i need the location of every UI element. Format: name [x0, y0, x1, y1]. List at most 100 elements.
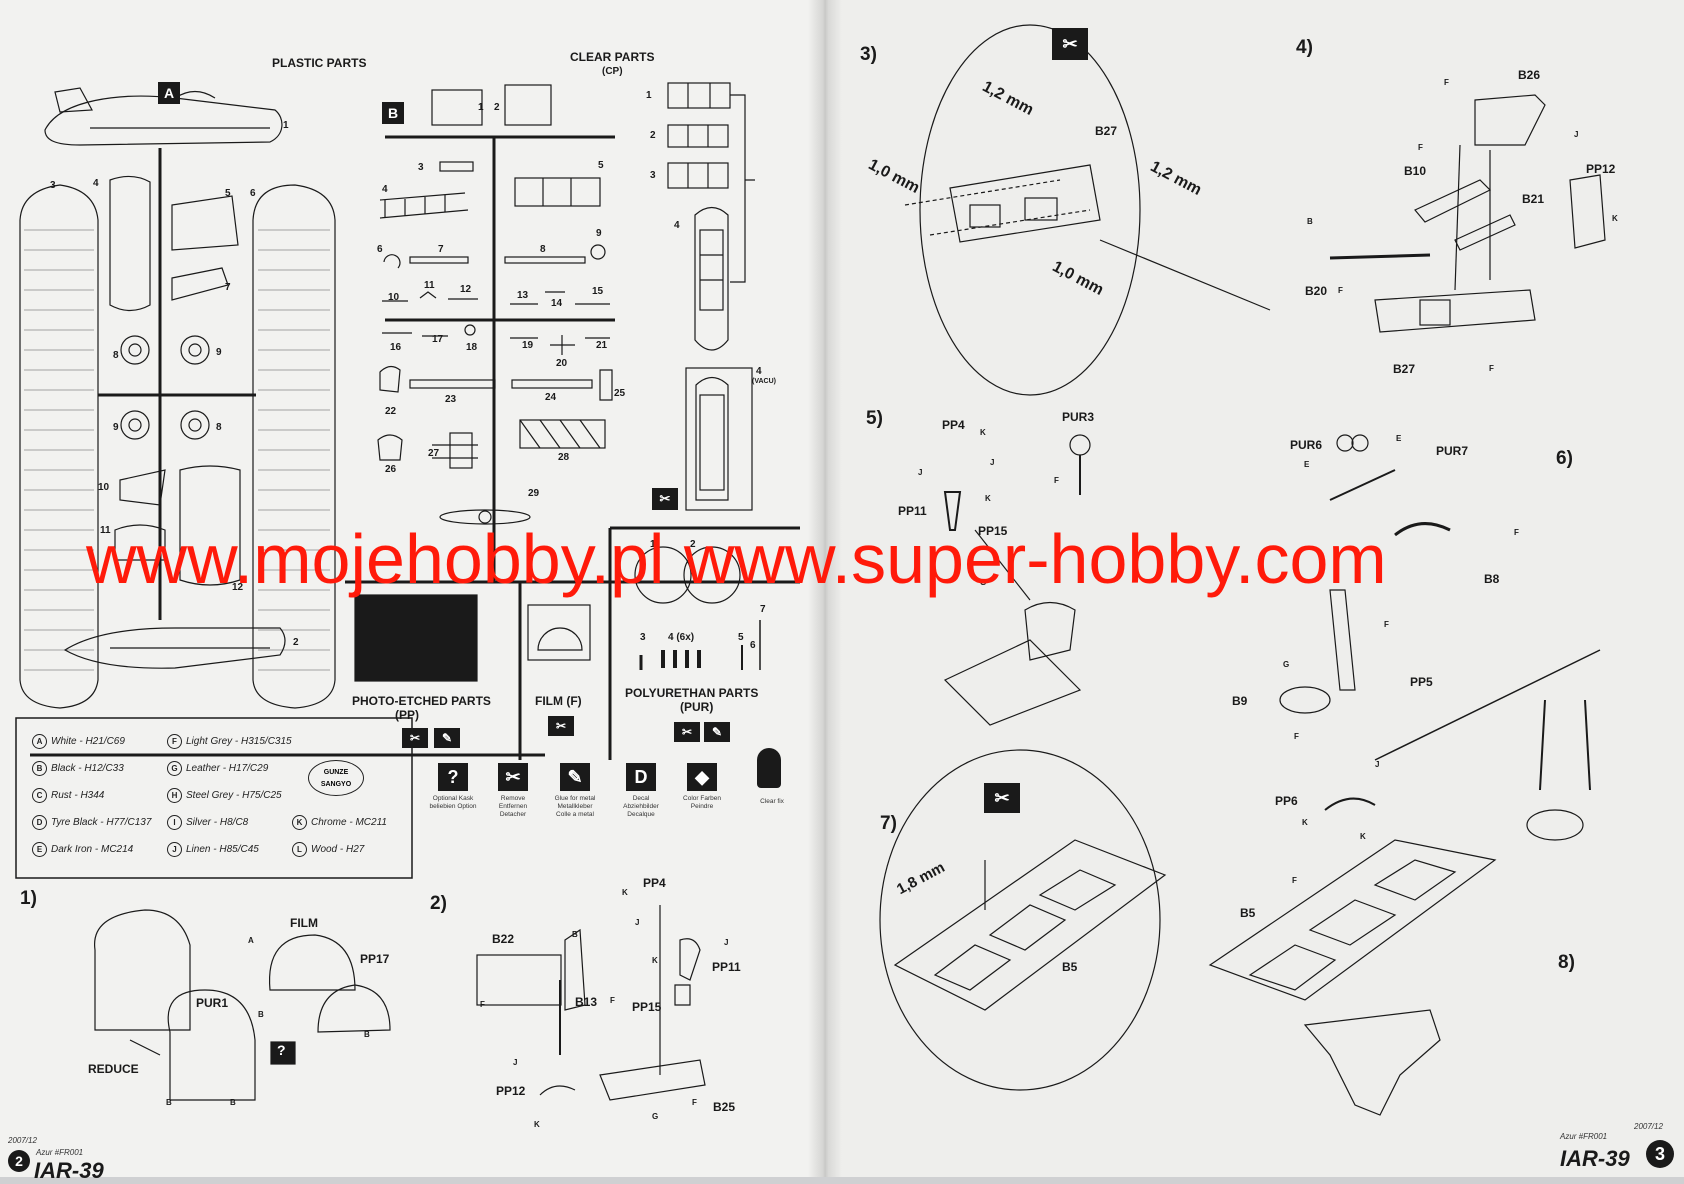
step1-paint-b2: B — [364, 1030, 370, 1039]
part-a2: 2 — [293, 637, 299, 648]
step4-b10: B10 — [1404, 164, 1427, 178]
step2-g: G — [652, 1112, 659, 1121]
step4-f1: F — [1444, 78, 1449, 87]
watermark-text: www.mojehobby.pl www.super-hobby.com — [86, 520, 1387, 598]
step-6-label: 6) — [1556, 448, 1573, 469]
part-b5: 5 — [598, 160, 604, 171]
pur-part-6: 6 — [750, 640, 756, 651]
step5-f: F — [1054, 476, 1059, 485]
decal-caption: Decal Abziehbilder Decalque — [623, 795, 659, 818]
step1-paint-b3: B — [166, 1098, 172, 1107]
step2-k3: K — [534, 1120, 540, 1129]
step8-k1: K — [1302, 818, 1308, 827]
part-b25: 25 — [614, 388, 626, 399]
clear-parts-code: (CP) — [602, 66, 623, 77]
step8-k2: K — [1360, 832, 1366, 841]
step6-f1: F — [1384, 620, 1389, 629]
pur-part-7: 7 — [760, 604, 766, 615]
step4-j: J — [1574, 130, 1579, 139]
step4-f2: F — [1418, 143, 1423, 152]
film-title: FILM (F) — [535, 694, 582, 708]
step8-pp6: PP6 — [1275, 794, 1298, 808]
vacu-part-number: 4 — [756, 366, 762, 377]
part-a8b: 8 — [216, 422, 222, 433]
step5-k1: K — [980, 428, 986, 437]
part-b19: 19 — [522, 340, 534, 351]
pp-glue-icon: ✎ — [434, 728, 460, 748]
step4-b27: B27 — [1393, 362, 1416, 376]
step1-paint-a: A — [248, 936, 254, 945]
step4-b20: B20 — [1305, 284, 1328, 298]
step1-paint-b1: B — [258, 1010, 264, 1019]
step6-e2: E — [1396, 434, 1402, 443]
left-code: Azur #FR001 — [36, 1148, 84, 1157]
part-b26: 26 — [385, 464, 397, 475]
step-5-label: 5) — [866, 408, 883, 429]
step6-b8: B8 — [1484, 572, 1500, 586]
part-a11: 11 — [100, 525, 111, 536]
step2-pp15: PP15 — [632, 1000, 662, 1014]
left-page-number: 2 — [8, 1150, 30, 1172]
metal-glue-caption: Glue for metal Metallkleber Colle a meta… — [554, 795, 596, 818]
step-2-label: 2) — [430, 893, 447, 914]
step1-reduce: REDUCE — [88, 1062, 139, 1076]
part-b8: 8 — [540, 244, 546, 255]
step5-pp15: PP15 — [978, 524, 1008, 538]
part-b11: 11 — [424, 280, 435, 291]
pp-scissors-icon: ✂ — [402, 728, 428, 748]
step4-b26: B26 — [1518, 68, 1541, 82]
step5-j2: J — [990, 458, 995, 467]
part-b27: 27 — [428, 448, 440, 459]
part-a6: 6 — [250, 188, 256, 199]
pur-glue-icon: ✎ — [704, 722, 730, 742]
clear-fix-icon — [757, 748, 781, 788]
right-code: Azur #FR001 — [1560, 1132, 1608, 1141]
part-cp4: 4 — [674, 220, 680, 231]
part-a5: 5 — [225, 188, 231, 199]
page-spine — [808, 0, 842, 1177]
part-a3: 3 — [50, 180, 56, 191]
step5-pp11: PP11 — [898, 504, 927, 518]
part-a9: 9 — [216, 347, 222, 358]
pp-title: PHOTO-ETCHED PARTS — [352, 694, 491, 708]
pur-title: POLYURETHAN PARTS — [625, 686, 759, 700]
step1-optional-mark: ? — [277, 1042, 286, 1058]
step2-b22: B22 — [492, 932, 515, 946]
part-cp1: 1 — [646, 90, 652, 101]
part-b22: 22 — [385, 406, 397, 417]
step5-g: G — [980, 578, 987, 587]
step5-pur3: PUR3 — [1062, 410, 1095, 424]
sprue-b-label: B — [382, 102, 404, 124]
part-b14: 14 — [551, 298, 563, 309]
scissors-icon: ✂ — [652, 488, 678, 510]
part-b4: 4 — [382, 184, 388, 195]
right-date: 2007/12 — [1634, 1122, 1663, 1131]
part-b12: 12 — [460, 284, 472, 295]
step2-pp12: PP12 — [496, 1084, 526, 1098]
step2-k2: K — [652, 956, 658, 965]
part-b16: 16 — [390, 342, 402, 353]
step6-f2: F — [1294, 732, 1299, 741]
step2-b: B — [572, 930, 578, 939]
metal-glue-icon: ✎ — [560, 763, 590, 791]
step4-b21: B21 — [1522, 192, 1545, 206]
part-b28: 28 — [558, 452, 570, 463]
decal-icon: D — [626, 763, 656, 791]
part-b1: 1 — [478, 102, 484, 113]
step2-pp11: PP11 — [712, 960, 741, 974]
step5-k2: K — [985, 494, 991, 503]
part-a10: 10 — [98, 482, 110, 493]
part-cp2: 2 — [650, 130, 656, 141]
step6-pp5: PP5 — [1410, 675, 1433, 689]
step2-j1: J — [635, 918, 640, 927]
step6-e1: E — [1304, 460, 1310, 469]
pur-part-1: 1 — [650, 539, 656, 550]
